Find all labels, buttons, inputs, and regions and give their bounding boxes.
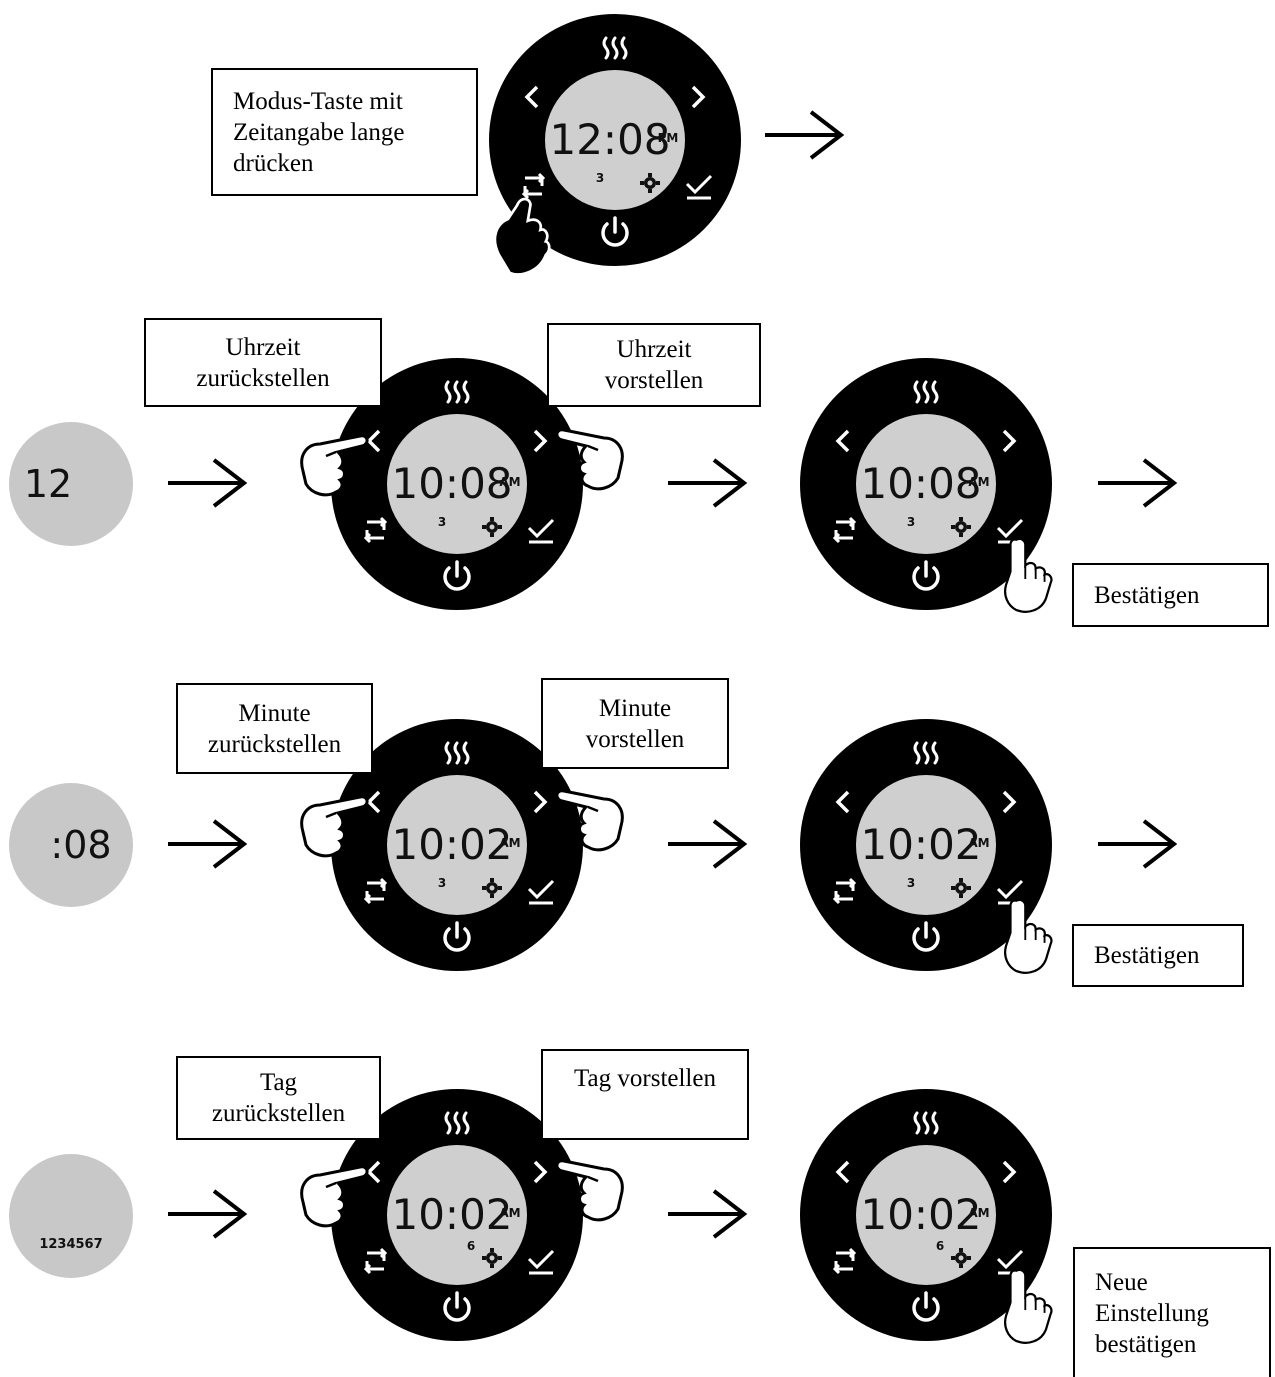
thermostat-device-3: 10:08 AM 3 xyxy=(798,356,1054,617)
minute-segment-badge: :08 xyxy=(9,783,133,907)
thermostat-device-2: 10:08 AM 3 xyxy=(329,356,585,617)
lcd-day: 6 xyxy=(467,1239,475,1253)
note-text: Bestätigen xyxy=(1094,942,1200,969)
arrow-right-icon xyxy=(1098,819,1176,869)
arrow-right-icon xyxy=(1098,458,1176,508)
confirm-note-2: Bestätigen xyxy=(1072,924,1244,987)
hand-pointer-left-icon xyxy=(300,795,369,858)
lcd-day: 3 xyxy=(438,515,446,529)
hand-press-icon xyxy=(1004,1268,1053,1344)
lcd-ampm: AM xyxy=(968,475,989,489)
arrow-right-icon xyxy=(168,819,246,869)
thermostat-device-6: 10:02 AM 6 xyxy=(329,1087,585,1348)
arrow-right-icon xyxy=(668,458,746,508)
lcd-day: 6 xyxy=(936,1239,944,1253)
lcd-time: 12:08 xyxy=(549,115,670,164)
lcd-time: 10:02 xyxy=(391,820,512,869)
lcd-ampm: AM xyxy=(499,1206,520,1220)
hand-pointer-icon xyxy=(493,197,551,276)
minute-segment-text: :08 xyxy=(50,823,112,867)
minute-forward-note: Minute vorstellen xyxy=(541,678,729,769)
lcd-time: 10:02 xyxy=(860,820,981,869)
note-text: Neue Einstellung bestätigen xyxy=(1095,1268,1209,1358)
lcd-ampm: AM xyxy=(968,1206,989,1220)
day-forward-note: Tag vorstellen xyxy=(541,1049,749,1140)
thermostat-device-4: 10:02 AM 3 xyxy=(329,717,585,978)
day-back-note: Tag zurückstellen xyxy=(176,1056,381,1140)
lcd-day: 3 xyxy=(907,515,915,529)
hour-segment-badge: 12 xyxy=(9,422,133,546)
hand-pointer-right-icon xyxy=(555,1159,624,1222)
note-text: Uhrzeit vorstellen xyxy=(604,336,704,394)
hour-forward-note: Uhrzeit vorstellen xyxy=(547,323,761,407)
hour-back-note: Uhrzeit zurückstellen xyxy=(144,318,382,407)
hand-pointer-left-icon xyxy=(300,1165,369,1228)
note-text: Tag zurückstellen xyxy=(211,1069,346,1127)
note-text: Minute zurückstellen xyxy=(207,699,342,758)
hand-pointer-right-icon xyxy=(555,428,624,491)
note-text: Tag vorstellen xyxy=(574,1065,716,1092)
mode-press-note: Modus-Taste mit Zeitangabe lange drücken xyxy=(211,68,478,196)
note-text: Uhrzeit zurückstellen xyxy=(196,333,330,392)
arrow-right-icon xyxy=(668,819,746,869)
arrow-right-icon xyxy=(668,1189,746,1239)
hand-pointer-left-icon xyxy=(300,434,369,497)
lcd-day: 3 xyxy=(596,171,604,185)
lcd-ampm: PM xyxy=(658,131,679,145)
thermostat-device-1: 12:08 PM 3 xyxy=(487,12,743,273)
lcd-time: 10:08 xyxy=(391,459,512,508)
hand-pointer-right-icon xyxy=(555,789,624,852)
arrow-right-icon xyxy=(168,1189,246,1239)
hour-segment-text: 12 xyxy=(23,462,73,506)
hand-press-icon xyxy=(1004,537,1053,613)
arrow-right-icon xyxy=(168,458,246,508)
minute-back-note: Minute zurückstellen xyxy=(176,683,373,774)
confirm-note-1: Bestätigen xyxy=(1072,563,1269,627)
days-text: 1234567 xyxy=(39,1236,103,1252)
confirm-final-note: Neue Einstellung bestätigen xyxy=(1073,1247,1271,1377)
lcd-time: 10:02 xyxy=(391,1190,512,1239)
thermostat-device-5: 10:02 AM 3 xyxy=(798,717,1054,978)
lcd-ampm: AM xyxy=(499,475,520,489)
lcd-day: 3 xyxy=(438,876,446,890)
note-text: Modus-Taste mit Zeitangabe lange drücken xyxy=(233,87,405,177)
lcd-day: 3 xyxy=(907,876,915,890)
lcd-ampm: AM xyxy=(968,836,989,850)
thermostat-device-7: 10:02 AM 6 xyxy=(798,1087,1054,1348)
lcd-ampm: AM xyxy=(499,836,520,850)
days-badge: 1234567 xyxy=(9,1154,133,1278)
lcd-time: 10:08 xyxy=(860,459,981,508)
note-text: Minute vorstellen xyxy=(585,694,685,753)
hand-press-icon xyxy=(1004,898,1053,974)
lcd-time: 10:02 xyxy=(860,1190,981,1239)
note-text: Bestätigen xyxy=(1094,581,1200,609)
arrow-right-icon xyxy=(765,110,843,160)
